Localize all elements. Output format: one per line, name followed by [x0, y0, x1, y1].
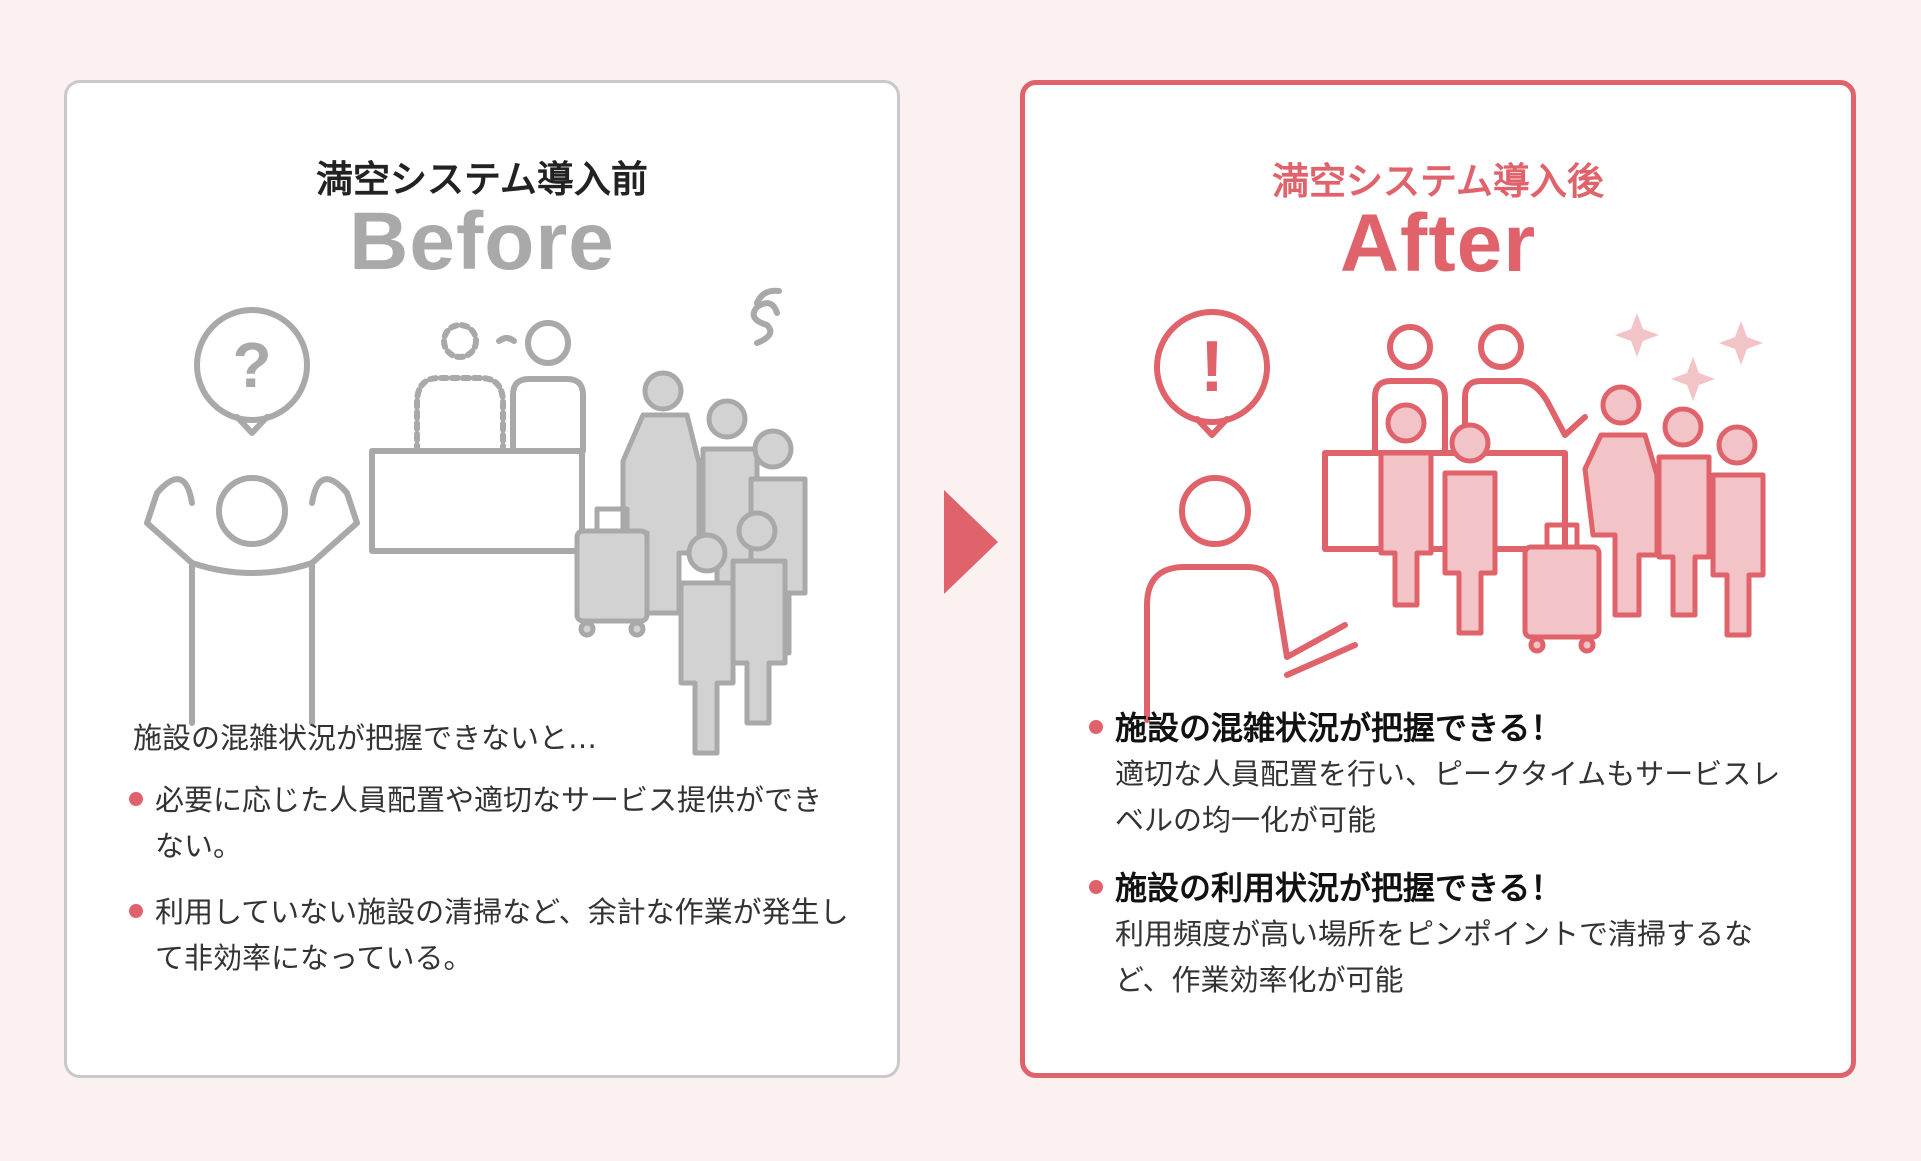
after-illustration: !	[1144, 309, 1766, 723]
after-bullet-item: 施設の利用状況が把握できる！ 利用頻度が高い場所をピンポイントで清掃するなど、作…	[1089, 865, 1789, 1003]
before-heading: 満空システム導入前	[316, 158, 648, 201]
before-illustration: ?	[144, 287, 808, 756]
sparkle-icon	[1615, 313, 1763, 401]
before-intro: 施設の混雑状況が把握できないと…	[133, 721, 598, 755]
before-question-mark: ?	[232, 329, 271, 401]
after-bullet-list: 施設の混雑状況が把握できる！ 適切な人員配置を行い、ピークタイムもサービスレベル…	[1089, 705, 1789, 1025]
after-bullet-desc: 適切な人員配置を行い、ピークタイムもサービスレベルの均一化が可能	[1115, 757, 1781, 837]
after-bullet-title: 施設の利用状況が把握できる！	[1115, 869, 1563, 907]
bullet-dot-icon	[129, 792, 143, 806]
before-bullet-item: 利用していない施設の清掃など、余計な作業が発生して非効率になっている。	[129, 889, 849, 981]
bullet-dot-icon	[129, 904, 143, 918]
bullet-dot-icon	[1089, 880, 1103, 894]
after-exclamation-mark: !	[1200, 327, 1224, 407]
before-panel: 満空システム導入前 Before	[64, 80, 900, 1078]
before-title: Before	[349, 196, 615, 287]
after-title: After	[1339, 198, 1537, 289]
before-bullet-list: 必要に応じた人員配置や適切なサービス提供ができない。 利用していない施設の清掃な…	[129, 777, 849, 1001]
after-bullet-desc: 利用頻度が高い場所をピンポイントで清掃するなど、作業効率化が可能	[1115, 917, 1754, 997]
bullet-dot-icon	[1089, 720, 1103, 734]
after-heading: 満空システム導入後	[1272, 160, 1604, 203]
right-arrow-icon	[944, 490, 998, 594]
before-bullet-item: 必要に応じた人員配置や適切なサービス提供ができない。	[129, 777, 849, 869]
after-bullet-title: 施設の混雑状況が把握できる！	[1115, 709, 1563, 747]
after-panel: 満空システム導入後 After	[1020, 80, 1856, 1078]
after-bullet-item: 施設の混雑状況が把握できる！ 適切な人員配置を行い、ピークタイムもサービスレベル…	[1089, 705, 1789, 843]
